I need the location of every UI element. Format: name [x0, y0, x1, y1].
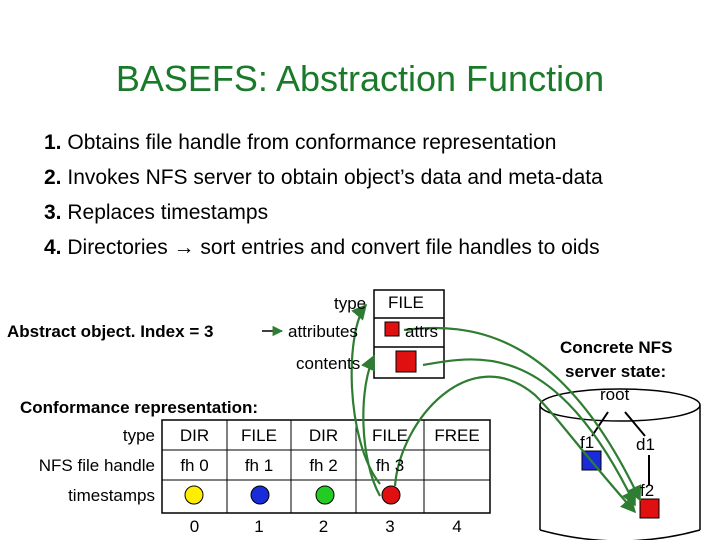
index-label-3: 3	[385, 517, 395, 536]
type-cell-1: FILE	[241, 426, 277, 445]
slide-title: BASEFS: Abstraction Function	[115, 58, 605, 99]
step-2-text: Invokes NFS server to obtain object’s da…	[67, 166, 603, 189]
nfs-d1-label: d1	[636, 435, 655, 454]
nfs-f1-label: f1	[580, 433, 595, 452]
arrow-ts-to-contents	[361, 354, 381, 497]
fh-cell-3: fh 3	[375, 456, 405, 475]
nfs-root-label: root	[600, 385, 630, 404]
step-1-number: 1.	[44, 131, 62, 154]
nfs-caption-line2: server state:	[565, 362, 667, 381]
nfs-f2-label: f2	[640, 481, 655, 500]
timestamp-dot-2	[315, 485, 335, 505]
type-cell-0: DIR	[179, 426, 210, 445]
step-3-text: Replaces timestamps	[67, 201, 269, 224]
nfs-f2-square	[639, 498, 660, 519]
row-label-type: type	[122, 426, 155, 445]
abstract-type-value: FILE	[388, 293, 424, 312]
step-4-number: 4.	[44, 236, 62, 259]
step-1: 1. Obtains file handle from conformance …	[44, 131, 556, 155]
type-cell-2: DIR	[308, 426, 339, 445]
step-1-text: Obtains file handle from conformance rep…	[67, 131, 557, 154]
nfs-caption-line1: Concrete NFS	[560, 338, 673, 357]
type-cell-3: FILE	[372, 426, 408, 445]
timestamp-dot-1	[250, 485, 270, 505]
timestamp-dot-0	[184, 485, 204, 505]
fh-cell-1: fh 1	[244, 456, 274, 475]
timestamp-dot-3	[381, 485, 401, 505]
step-2-number: 2.	[44, 166, 62, 189]
index-label-0: 0	[189, 517, 200, 536]
arrow-fh3-to-f2	[393, 375, 637, 514]
abstract-object-box	[373, 289, 445, 379]
arrow-attrs-to-f2	[403, 326, 642, 502]
abstract-attrs-value: attrs	[405, 322, 439, 341]
index-label-2: 2	[318, 517, 329, 536]
step-2: 2. Invokes NFS server to obtain object’s…	[44, 166, 603, 190]
index-label-1: 1	[254, 517, 264, 536]
type-cell-4: FREE	[434, 426, 480, 445]
fh-cell-2: fh 2	[309, 456, 338, 475]
step-4-text: Directories → sort entries and convert f…	[67, 236, 600, 259]
abstract-field-attributes-label: attributes	[288, 322, 358, 341]
row-label-fh: NFS file handle	[38, 456, 155, 475]
abstract-field-contents-label: contents	[296, 354, 361, 373]
fh-cell-0: fh 0	[180, 456, 209, 475]
row-label-timestamps: timestamps	[68, 486, 155, 505]
step-4: 4. Directories → sort entries and conver…	[44, 236, 600, 260]
conformance-caption: Conformance representation:	[20, 398, 259, 417]
contents-pointer-square	[395, 350, 417, 373]
nfs-server-cylinder	[539, 388, 701, 540]
attributes-pointer-square	[384, 321, 400, 337]
step-3-number: 3.	[44, 201, 62, 224]
conformance-table-grid	[161, 419, 491, 514]
index-label-4: 4	[452, 517, 462, 536]
abstract-object-caption: Abstract object. Index = 3	[7, 322, 214, 341]
mapping-arrows	[350, 303, 642, 514]
arrow-contents-to-f2	[422, 358, 636, 507]
step-3: 3. Replaces timestamps	[44, 201, 268, 225]
abstract-field-type-label: type	[334, 294, 367, 313]
